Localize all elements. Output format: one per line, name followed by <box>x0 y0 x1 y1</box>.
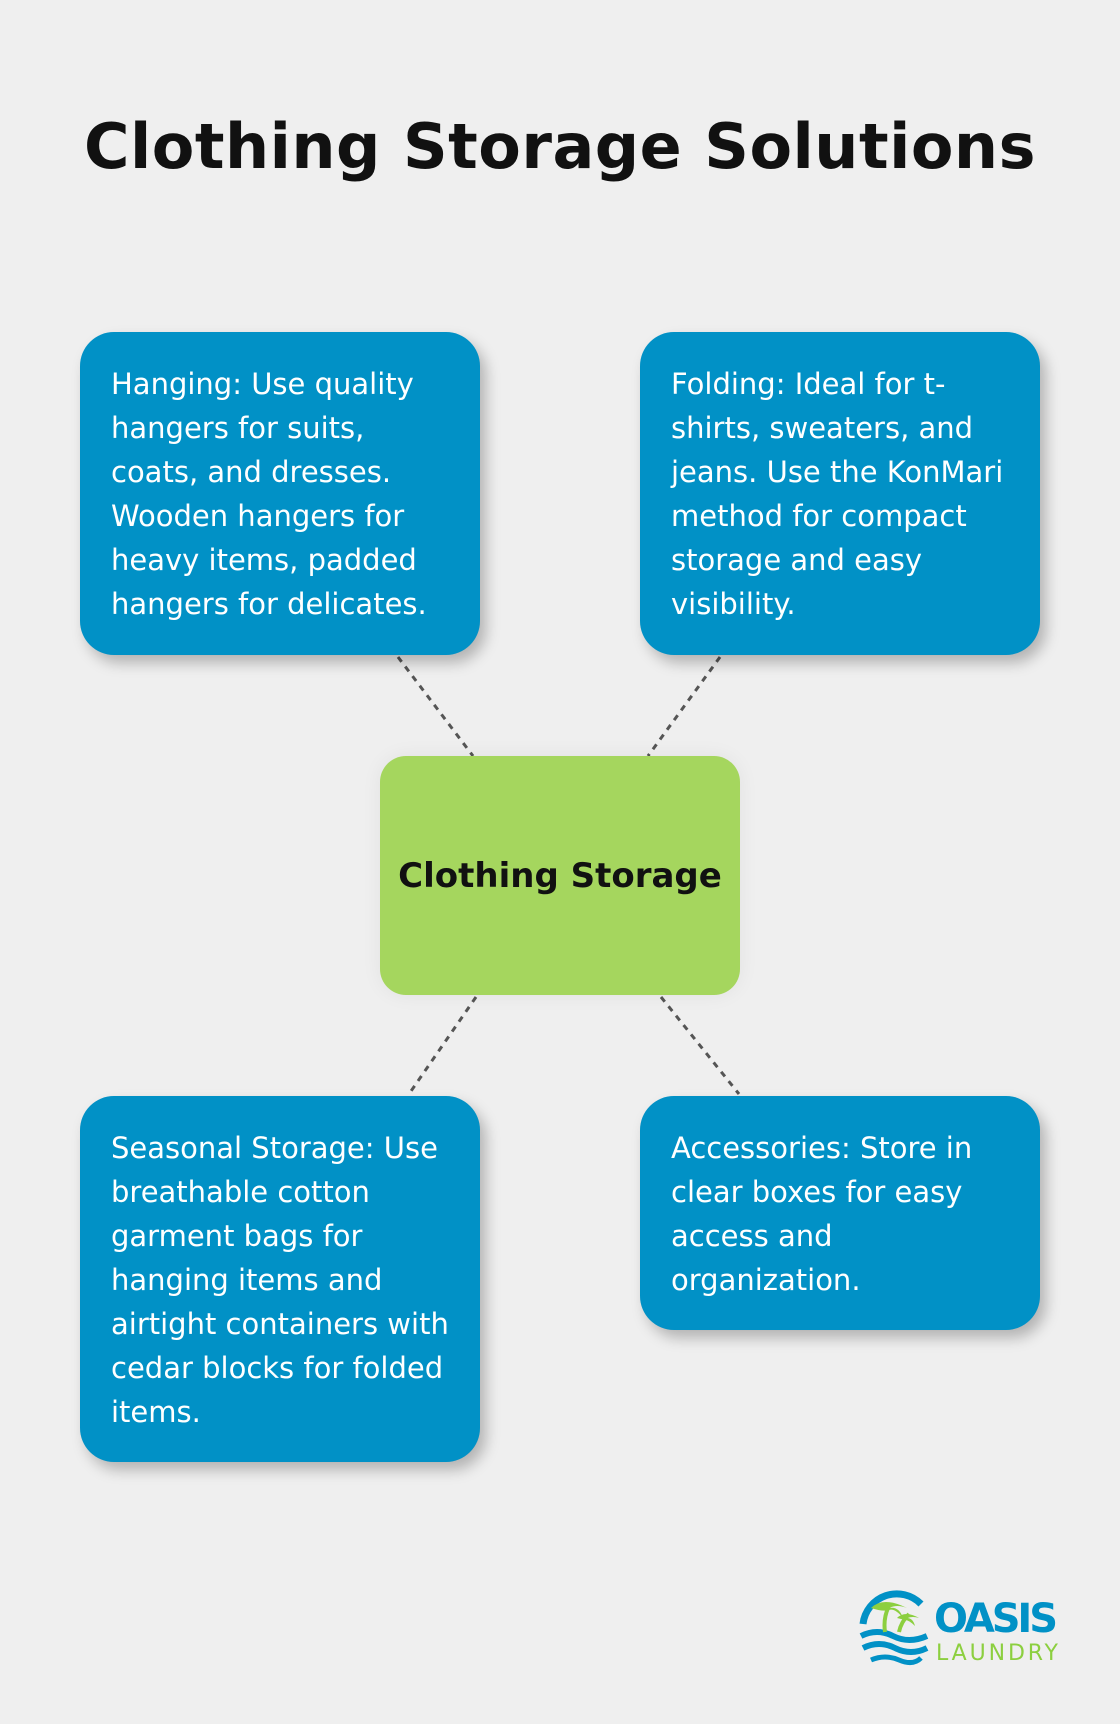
node-hanging: Hanging: Use quality hangers for suits, … <box>80 332 480 655</box>
center-label: Clothing Storage <box>398 855 722 896</box>
connector-hanging <box>396 656 475 757</box>
connector-seasonal <box>407 996 478 1095</box>
node-folding: Folding: Ideal for t-shirts, sweaters, a… <box>640 332 1040 655</box>
connector-folding <box>646 656 722 757</box>
palm-wave-icon <box>859 1590 929 1666</box>
logo-line1: OASIS <box>934 1596 1058 1642</box>
node-seasonal-storage: Seasonal Storage: Use breathable cotton … <box>80 1096 480 1462</box>
logo-line2: LAUNDRY <box>936 1641 1059 1666</box>
page-title: Clothing Storage Solutions <box>84 110 1036 183</box>
oasis-laundry-logo: OASIS LAUNDRY <box>857 1590 1062 1672</box>
node-accessories: Accessories: Store in clear boxes for ea… <box>640 1096 1040 1330</box>
center-node: Clothing Storage <box>380 756 740 995</box>
connector-accessories <box>659 996 741 1095</box>
